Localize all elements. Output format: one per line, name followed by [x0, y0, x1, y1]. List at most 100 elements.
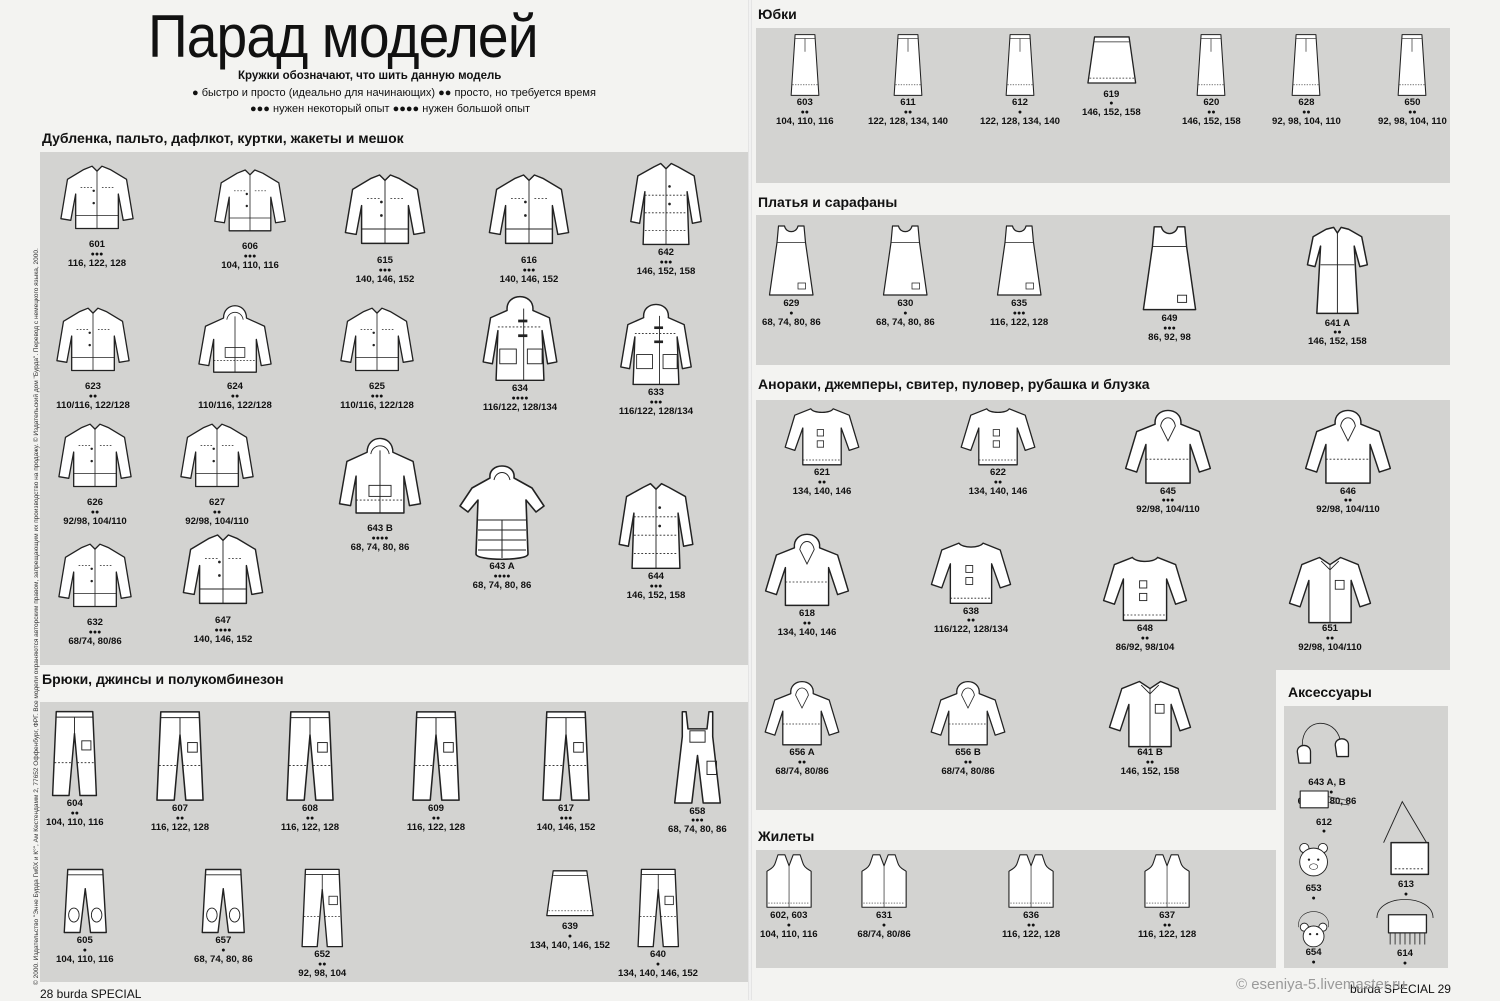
teddy-backpack-icon	[1296, 840, 1331, 884]
difficulty-dots: ●●●	[90, 250, 104, 258]
size-range: 92, 98, 104, 110	[1272, 115, 1341, 127]
pattern-item-accessories: 654●	[1296, 904, 1331, 967]
jacket-icon	[176, 416, 258, 498]
pinafore-icon	[762, 222, 821, 299]
model-number: 607	[171, 803, 188, 814]
model-number: 635	[1011, 298, 1028, 309]
size-range: 104, 110, 116	[760, 928, 818, 940]
shirt-icon	[1286, 554, 1374, 624]
jacket-icon	[56, 158, 138, 240]
difficulty-dots: ●	[221, 946, 226, 954]
difficulty-dots: ●●	[305, 814, 315, 822]
size-range: 134, 140, 146	[792, 485, 852, 497]
difficulty-dots: ●	[1403, 890, 1409, 898]
size-range: 116, 122, 128	[1138, 928, 1197, 940]
pattern-item-coats: 642●●●146, 152, 158	[622, 160, 710, 277]
model-number: 656 A	[789, 747, 815, 758]
pattern-item-dresses: 641 A●●146, 152, 158	[1300, 222, 1375, 348]
panel-tops-2	[756, 670, 1276, 810]
mittens-icon	[1294, 712, 1360, 778]
size-range: 116, 122, 128	[67, 257, 127, 269]
difficulty-dots: ●	[903, 309, 908, 317]
pattern-item-tops: 645●●●92/98, 104/110	[1122, 404, 1214, 516]
difficulty-dots: ●●●●	[493, 572, 511, 580]
sweater-icon	[958, 404, 1038, 468]
size-range: 134, 140, 146	[777, 626, 837, 638]
difficulty-dots: ●	[789, 309, 794, 317]
difficulty-dots: ●●●	[243, 252, 257, 260]
difficulty-dots: ●	[881, 921, 887, 929]
model-number: 613	[1397, 879, 1414, 890]
legend-line-1: ● быстро и просто (идеально для начинающ…	[192, 87, 596, 99]
model-number: 643 B	[367, 523, 393, 534]
size-range: 116, 122, 128	[150, 821, 210, 833]
size-range: 110/116, 122/128	[56, 399, 130, 411]
model-number: 648	[1136, 623, 1153, 634]
skirt-icon	[1082, 32, 1141, 90]
size-range: 68/74, 80/86	[857, 928, 911, 940]
size-range: 110/116, 122/128	[340, 399, 414, 411]
size-range: 146, 152, 158	[1182, 115, 1241, 127]
model-number: 632	[86, 617, 103, 628]
difficulty-dots: ●●●	[522, 266, 536, 274]
pattern-item-accessories: 613●	[1378, 796, 1434, 899]
model-number: 636	[1023, 910, 1040, 922]
sleeping-bag-icon	[452, 462, 552, 562]
long-skirt-icon	[980, 32, 1060, 98]
size-range: 116, 122, 128	[280, 821, 340, 833]
difficulty-dots: ●●	[802, 619, 812, 627]
model-number: 615	[376, 255, 393, 266]
pattern-item-coats: 623●●110/116, 122/128	[52, 300, 134, 411]
pattern-item-coats: 632●●●68/74, 80/86	[54, 536, 136, 647]
size-range: 92/98, 104/110	[63, 515, 127, 527]
difficulty-dots: ●●	[817, 478, 827, 486]
model-number: 643 A	[489, 561, 515, 572]
page-spine	[748, 0, 752, 1000]
difficulty-dots: ●	[1402, 959, 1408, 967]
watermark: © eseniya-5.livemaster.ru	[1236, 976, 1406, 993]
size-range: 122, 128, 134, 140	[980, 115, 1061, 127]
size-range: 146, 152, 158	[1308, 336, 1367, 348]
size-range: 86, 92, 98	[1148, 331, 1191, 343]
pattern-item-coats: 634●●●●116/122, 128/134	[474, 292, 566, 413]
pattern-item-tops: 651●●92/98, 104/110	[1286, 554, 1374, 653]
model-number: 622	[989, 467, 1006, 478]
model-number: 611	[900, 97, 916, 108]
copyright-sidebar: © 2000. Издательство "Энне Бурда ГмбХ и …	[33, 248, 40, 985]
pattern-item-skirts: 620●●146, 152, 158	[1182, 32, 1241, 127]
difficulty-dots: ●●●●	[371, 534, 389, 542]
pattern-item-tops: 656 B●●68/74, 80/86	[928, 676, 1008, 777]
anorak-icon	[762, 528, 852, 609]
pattern-item-tops: 618●●134, 140, 146	[762, 528, 852, 638]
model-number: 626	[86, 497, 103, 508]
pattern-item-accessories: 614●	[1372, 890, 1438, 968]
model-number: 628	[1298, 97, 1315, 108]
pattern-item-coats: 626●●92/98, 104/110	[54, 416, 136, 527]
pattern-item-skirts: 650●●92, 98, 104, 110	[1378, 32, 1447, 127]
section-title-accessories: Аксессуары	[1288, 684, 1372, 700]
difficulty-dots: ●	[655, 960, 661, 968]
size-range: 116, 122, 128	[1002, 928, 1061, 940]
difficulty-dots: ●●	[212, 508, 222, 516]
dungarees-icon	[668, 708, 727, 807]
shirt-icon	[1106, 678, 1194, 748]
difficulty-dots: ●	[567, 932, 573, 940]
size-range: 104, 110, 116	[56, 953, 114, 965]
difficulty-dots: ●	[1311, 958, 1316, 966]
section-title-tops: Анораки, джемперы, свитер, пуловер, руба…	[758, 376, 1150, 392]
jacket-icon	[54, 416, 136, 498]
trousers-icon	[46, 708, 104, 799]
model-number: 647	[214, 615, 231, 626]
model-number: 643 A, B	[1308, 777, 1346, 788]
difficulty-dots: ●●●	[649, 582, 663, 590]
model-number: 639	[562, 921, 579, 932]
jacket-icon	[52, 300, 134, 382]
model-number: 653	[1305, 883, 1322, 894]
model-number: 638	[962, 605, 979, 617]
model-number: 633	[647, 387, 664, 398]
pattern-item-trousers: 617●●●140, 146, 152	[536, 708, 596, 833]
difficulty-dots: ●●	[1140, 634, 1150, 642]
pattern-item-trousers: 609●●116, 122, 128	[406, 708, 466, 833]
model-number: 641 A	[1324, 317, 1351, 329]
difficulty-dots: ●●	[963, 758, 973, 766]
